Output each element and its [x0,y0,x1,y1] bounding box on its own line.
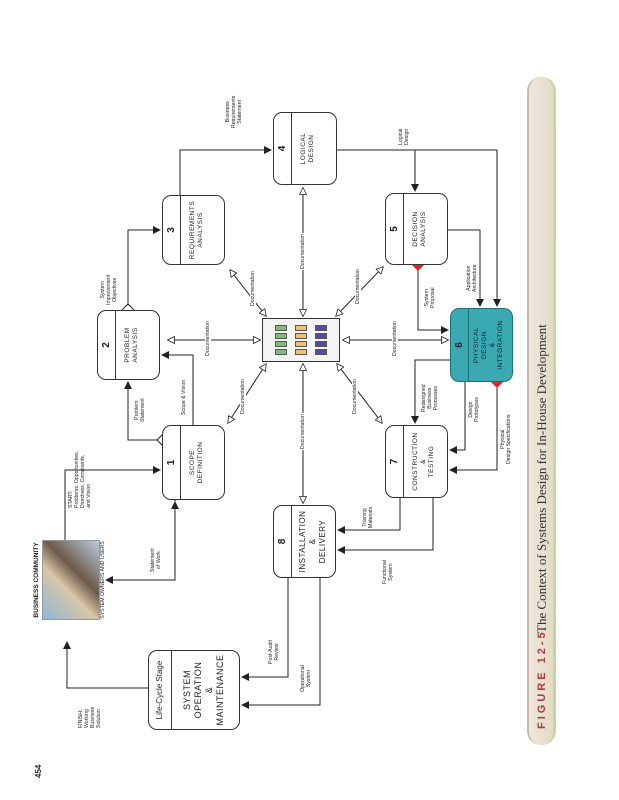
repository-row-orange [295,325,307,355]
phase-name: PHYSICAL DESIGN & INTEGRATION [473,320,504,370]
operational-system-flow [241,578,321,709]
doc-label-2: Documentation [205,320,211,357]
scope-vision-flow [161,351,194,425]
doc-label-8: Documentation [300,413,306,450]
doc-label-1: Documentation [240,378,246,415]
lifecycle-operation-maintenance[interactable]: Life-Cycle Stage SYSTEM OPERATION & MAIN… [148,650,240,730]
logical-design-flow [337,149,501,307]
figure-title: The Context of Systems Design for In-Hou… [534,324,549,633]
page-number: 454 [34,764,43,778]
phase-number: 2 [98,311,116,379]
label-functional-system: Functional System [382,560,394,584]
doc-link-7 [337,364,382,423]
phase-number: 5 [386,194,404,264]
label-operational-system: Operational System [300,665,312,692]
business-requirements-flow [179,146,272,195]
label-business-requirements: Business Requirements Statement [225,95,243,128]
label-physical-specs: Physical Design Specifications [500,414,512,464]
doc-link-1 [228,364,266,423]
doc-label-6: Documentation [392,320,398,357]
phase-name: CONSTRUCTION & TESTING [412,432,435,491]
application-architecture-flow [448,229,484,307]
repository-row-green [275,325,287,355]
design-prototypes-flow [449,382,466,454]
lifecycle-header: Life-Cycle Stage [149,651,172,729]
finish-flow [63,641,148,689]
label-logical-design: Logical Design [398,128,410,145]
phase-6-physical-design[interactable]: 6 PHYSICAL DESIGN & INTEGRATION [450,308,513,382]
phase-number: 4 [274,113,292,184]
figure-caption: FIGURE 12-5 The Context of Systems Desig… [527,77,556,745]
label-training-materials: Training Materials [362,506,374,528]
training-materials-flow [337,498,401,534]
phase-name: PROBLEM ANALYSIS [124,327,139,363]
statement-of-work-flow [105,500,176,584]
label-statement-of-work: Statement of Work [150,548,162,572]
label-problem-statement: Problem Statement [134,398,146,422]
doc-label-5: Documentation [355,268,361,305]
documentation-repository[interactable] [262,318,340,362]
doc-label-4: Documentation [300,233,306,270]
physical-specs-flow [449,388,498,474]
label-scope-vision: Scope & Vision [181,379,187,415]
objectives-flow [127,226,161,304]
lifecycle-name: SYSTEM OPERATION & MAINTENANCE [182,654,225,726]
functional-system-flow [337,498,434,554]
phase-name: REQUIREMENTS ANALYSIS [189,200,204,260]
phase-number: 1 [163,426,181,499]
post-audit-flow [241,578,289,681]
business-community-title: BUSINESS COMMUNITY [33,542,40,618]
repository-row-purple [315,325,327,355]
phase-3-requirements-analysis[interactable]: 3 REQUIREMENTS ANALYSIS [162,195,225,265]
phase-2-problem-analysis[interactable]: 2 PROBLEM ANALYSIS [97,310,160,380]
phase-7-construction-testing[interactable]: 7 CONSTRUCTION & TESTING [385,425,448,498]
business-community-photo [42,540,100,620]
phase-number: 3 [163,196,181,264]
label-design-prototypes: Design Prototypes [468,397,480,422]
label-start: START: Problems, Opportunities, Directiv… [68,450,92,508]
label-finish: FINISH: Working Business Solution [78,706,102,728]
phase-name: DECISION ANALYSIS [412,211,427,247]
business-community-subtitle: SYSTEM OWNERS AND USERS [100,541,106,619]
label-improvement-objectives: System Improvement Objectives [100,274,118,305]
system-proposal-flow [417,270,449,334]
phase-name: SCOPE DEFINITION [189,441,204,484]
phase-number: 7 [386,426,404,497]
label-application-architecture: Application Architecture [466,264,478,292]
phase-name: LOGICAL DESIGN [300,132,315,165]
phase-5-decision-analysis[interactable]: 5 DECISION ANALYSIS [385,193,448,265]
phase-name: INSTALLATION & DELIVERY [298,510,327,573]
redesigned-processes-flow [411,359,450,424]
phase-number: 8 [274,506,292,577]
phase-8-installation-delivery[interactable]: 8 INSTALLATION & DELIVERY [273,505,336,578]
start-flow [64,466,161,540]
phase-number: 6 [451,309,469,381]
phase-1-scope-definition[interactable]: 1 SCOPE DEFINITION [162,425,225,500]
doc-link-3 [230,270,266,316]
label-redesigned-processes: Redesigned Business Processes [421,384,439,412]
doc-label-3: Documentation [250,270,256,307]
doc-label-7: Documentation [352,378,358,415]
figure-number: FIGURE 12-5 [536,629,548,729]
label-post-audit: Post-Audit Review [268,640,280,664]
label-system-proposal: System Proposal [424,287,436,308]
phase-4-logical-design[interactable]: 4 LOGICAL DESIGN [273,112,337,185]
problem-statement-flow [124,381,158,441]
